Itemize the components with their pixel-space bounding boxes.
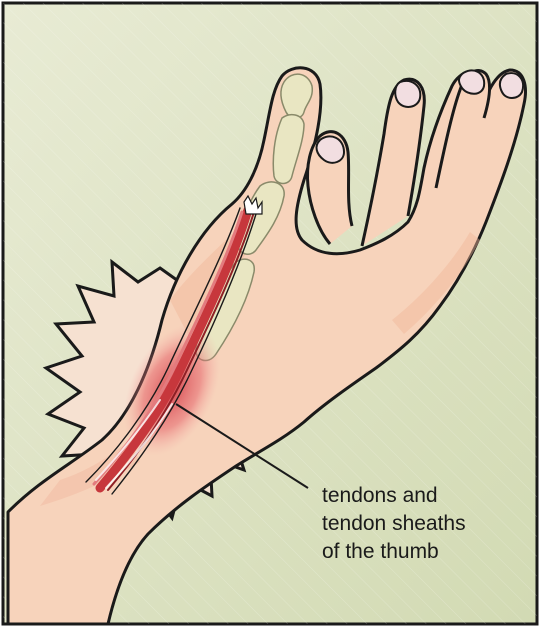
callout-line-3: of the thumb xyxy=(322,538,532,566)
callout-line-1: tendons and xyxy=(322,482,532,510)
callout-line-2: tendon sheaths xyxy=(322,510,532,538)
callout-label: tendons and tendon sheaths of the thumb xyxy=(322,482,532,566)
